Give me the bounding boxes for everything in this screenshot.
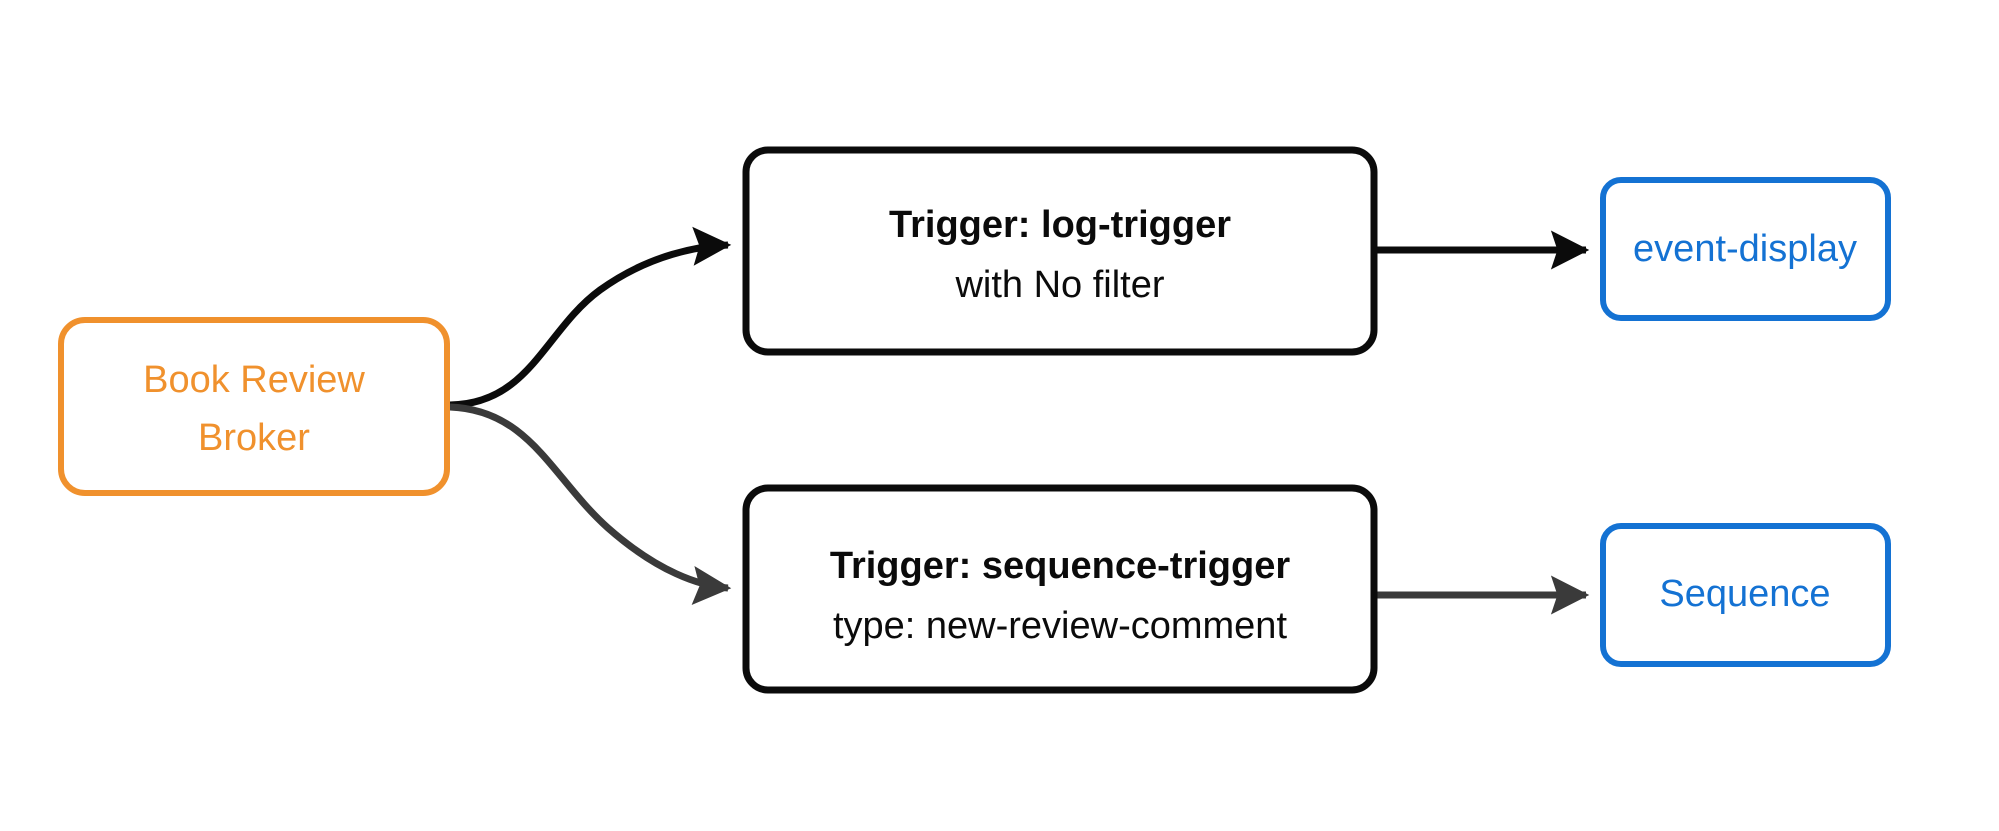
broker-label-line1: Book Review [143,359,365,401]
node-book-review-broker[interactable]: Book Review Broker [58,317,450,496]
log-trigger-box[interactable] [742,146,1378,356]
log-trigger-subtitle: with No filter [954,264,1164,306]
node-log-trigger[interactable]: Trigger: log-trigger with No filter [742,146,1378,356]
sequence-trigger-title: Trigger: sequence-trigger [830,545,1291,587]
sequence-label: Sequence [1659,573,1830,615]
node-sequence[interactable]: Sequence [1600,523,1891,667]
sequence-trigger-subtitle: type: new-review-comment [833,605,1287,647]
broker-label-line2: Broker [198,417,310,459]
broker-box[interactable] [58,317,450,496]
edge-broker-to-sequence-trigger [449,403,732,605]
node-sequence-trigger[interactable]: Trigger: sequence-trigger type: new-revi… [742,484,1378,694]
log-trigger-title: Trigger: log-trigger [889,204,1231,246]
event-display-label: event-display [1633,228,1857,270]
event-display-box[interactable] [1600,177,1891,321]
sequence-box[interactable] [1600,523,1891,667]
node-event-display[interactable]: event-display [1600,177,1891,321]
sequence-trigger-box[interactable] [742,484,1378,694]
edge-broker-to-log-trigger [449,226,732,409]
